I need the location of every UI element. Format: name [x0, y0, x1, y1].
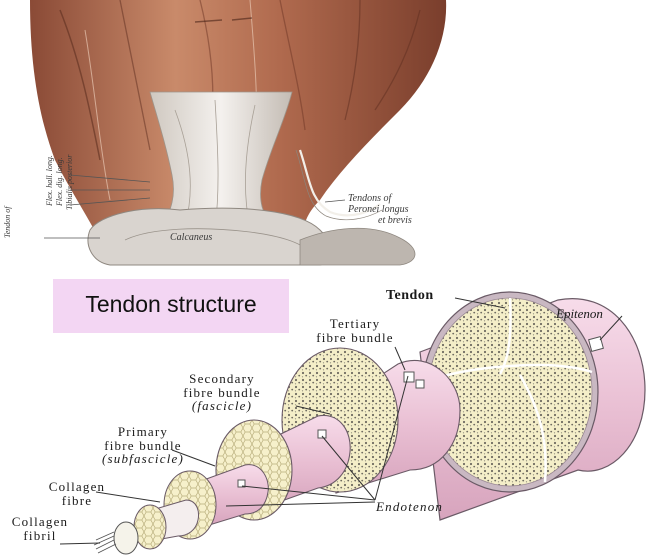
label-tendons-of: Tendons of [348, 194, 391, 205]
label-epitenon: Epitenon [556, 307, 603, 321]
label-collagen-fibre: Collagen fibre [32, 480, 122, 507]
label-collagen-fibre-line1: Collagen [32, 480, 122, 494]
label-tertiary-line1: Tertiary [300, 317, 410, 331]
label-et-brevis: et brevis [378, 216, 412, 227]
title-box: Tendon structure [53, 279, 289, 333]
collagen-fibril [114, 522, 138, 554]
label-collagen-fibre-line2: fibre [32, 494, 122, 508]
label-primary: Primary fibre bundle (subfascicle) [78, 425, 208, 466]
foot [300, 228, 415, 265]
label-collagen-fibril-line1: Collagen [2, 515, 78, 529]
label-flex-hall: Flex. hall. long. [46, 155, 54, 206]
label-secondary: Secondary fibre bundle (fascicle) [162, 372, 282, 413]
label-peronei: Peronei longus [348, 205, 408, 216]
label-collagen-fibril-line2: fibril [2, 529, 78, 543]
label-primary-line2: fibre bundle [78, 439, 208, 453]
label-secondary-line1: Secondary [162, 372, 282, 386]
label-collagen-fibril: Collagen fibril [2, 515, 78, 542]
label-tertiary: Tertiary fibre bundle [300, 317, 410, 344]
label-tendon: Tendon [386, 289, 434, 304]
label-primary-line3: (subfascicle) [78, 452, 208, 466]
label-primary-line1: Primary [78, 425, 208, 439]
label-calcaneus: Calcaneus [170, 233, 212, 244]
label-tertiary-line2: fibre bundle [300, 331, 410, 345]
label-secondary-line3: (fascicle) [162, 399, 282, 413]
label-tendon-of: Tendon of [4, 207, 12, 239]
label-tibialis: Tibialis posterior [66, 155, 74, 210]
diagram-title: Tendon structure [53, 291, 289, 318]
label-secondary-line2: fibre bundle [162, 386, 282, 400]
label-flex-dig: Flex. dig. long. [56, 157, 64, 206]
label-endotenon: Endotenon [376, 500, 443, 514]
